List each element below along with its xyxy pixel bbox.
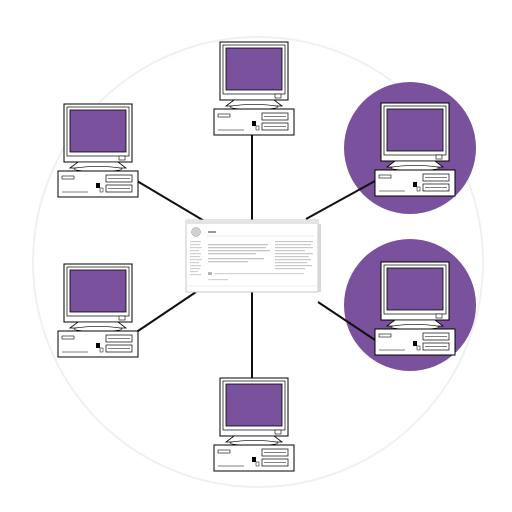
desktop-computer-icon (374, 102, 456, 197)
link-lower-left (131, 291, 197, 336)
pc-lower-right (374, 261, 456, 356)
desktop-computer-icon (213, 41, 295, 136)
network-links (131, 128, 376, 382)
pc-top (213, 41, 295, 136)
link-upper-left (131, 177, 207, 223)
web-page-icon (191, 227, 201, 237)
desktop-computer-icon (213, 377, 295, 472)
link-upper-right (305, 180, 376, 220)
desktop-computer-icon (374, 261, 456, 356)
pc-upper-right (374, 102, 456, 197)
pc-lower-left (57, 263, 139, 358)
desktop-computer-icon (57, 263, 139, 358)
center-web-page (185, 219, 321, 293)
pc-upper-left (57, 103, 139, 198)
desktop-computer-icon (57, 103, 139, 198)
link-lower-right (317, 301, 376, 341)
pc-bottom (213, 377, 295, 472)
